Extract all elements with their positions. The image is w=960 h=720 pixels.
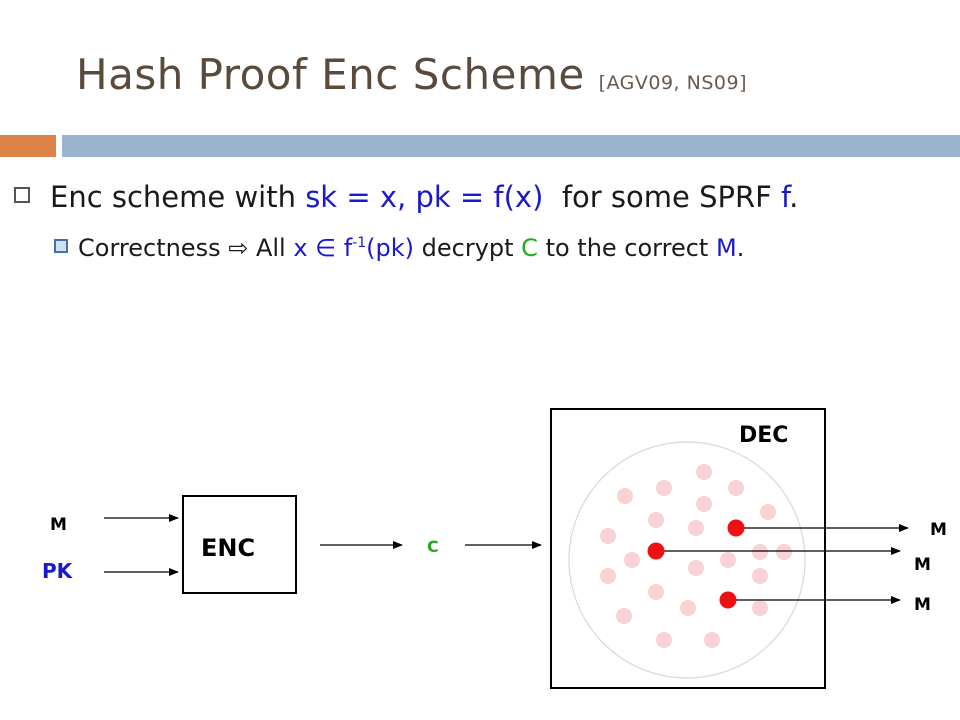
red-key-dot: [647, 542, 665, 560]
pale-dot: [688, 560, 704, 576]
bullet-enc-scheme: Enc scheme with sk = x, pk = f(x) for so…: [14, 180, 798, 214]
input-m-label: M: [50, 515, 67, 535]
pale-dot: [648, 512, 664, 528]
slide-title: Hash Proof Enc Scheme [AGV09, NS09]: [76, 50, 747, 99]
bullet1-f: f: [781, 180, 790, 214]
enc-label: ENC: [201, 534, 255, 562]
pale-dot: [600, 568, 616, 584]
input-pk-label: PK: [42, 559, 74, 583]
red-key-dot: [719, 591, 737, 609]
bullet2-inverse-sup: -1: [352, 235, 367, 251]
pale-dot: [600, 528, 616, 544]
bullet2-all: All: [248, 234, 294, 262]
pale-dot: [760, 504, 776, 520]
pale-dot: [617, 488, 633, 504]
bullet2-end: .: [736, 234, 745, 262]
bullet2-pk: (pk): [366, 234, 414, 262]
output-m-label: M: [914, 555, 931, 575]
filled-square-bullet-icon: [54, 239, 68, 253]
output-m-label: M: [914, 595, 931, 615]
pale-dot: [696, 496, 712, 512]
title-main: Hash Proof Enc Scheme: [76, 50, 585, 99]
pale-dot: [728, 480, 744, 496]
pale-dot: [776, 544, 792, 560]
pale-dot: [656, 480, 672, 496]
dec-label: DEC: [739, 423, 788, 448]
bullet2-c: C: [521, 234, 538, 262]
bullet2-x: x: [293, 234, 308, 262]
bullet2-decrypt: decrypt: [414, 234, 522, 262]
bullet1-prefix: Enc scheme with: [50, 180, 306, 214]
title-accent-bar-orange: [0, 135, 56, 157]
bullet-correctness: Correctness ⇨ All x ∈ f-1(pk) decrypt C …: [54, 234, 744, 262]
enc-box: [182, 495, 297, 594]
title-accent-bar-blue: [62, 135, 960, 157]
bullet1-keys: sk = x, pk = f(x): [305, 180, 544, 214]
pale-dot: [720, 552, 736, 568]
pale-key-dots: [600, 464, 792, 648]
pale-dot: [704, 632, 720, 648]
red-key-dot: [727, 519, 745, 537]
pale-dot: [752, 568, 768, 584]
pale-dot: [688, 520, 704, 536]
bullet2-f: f: [343, 234, 353, 262]
pale-dot: [752, 600, 768, 616]
element-of-symbol: ∈: [307, 234, 344, 262]
pale-dot: [648, 584, 664, 600]
pale-dot: [624, 552, 640, 568]
bullet2-to: to the correct: [537, 234, 716, 262]
pale-dot: [696, 464, 712, 480]
hollow-square-bullet-icon: [14, 187, 30, 203]
bullet1-suffix: .: [789, 180, 799, 214]
pale-dot: [680, 600, 696, 616]
pale-dot: [616, 608, 632, 624]
title-citation: [AGV09, NS09]: [598, 72, 747, 94]
pale-dot: [752, 544, 768, 560]
bullet2-m: M: [715, 234, 737, 262]
ciphertext-label: C: [427, 537, 439, 556]
bullet2-prefix: Correctness: [78, 234, 229, 262]
bullet1-middle: for some SPRF: [543, 180, 782, 214]
implies-arrow-icon: ⇨: [228, 234, 249, 262]
pale-dot: [656, 632, 672, 648]
key-preimage-circle: [568, 441, 806, 679]
output-m-label: M: [930, 520, 947, 540]
